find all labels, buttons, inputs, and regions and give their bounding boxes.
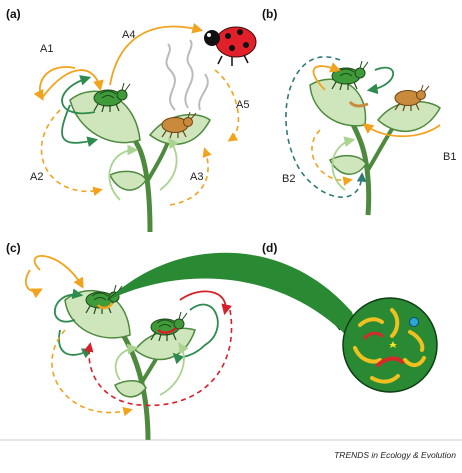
plant-c	[65, 291, 195, 440]
volatile-plumes	[166, 40, 207, 110]
arrow-red-c	[180, 291, 226, 312]
leaf-low-a	[110, 171, 146, 190]
label-a3: A3	[190, 171, 203, 183]
panel-d-label: (d)	[262, 241, 277, 255]
leaf-low-c	[115, 381, 146, 397]
leaf-left-b	[310, 79, 365, 126]
arrow-green-b	[370, 68, 393, 90]
figure-credit: TRENDS in Ecology & Evolution	[334, 450, 456, 460]
label-a4: A4	[122, 29, 135, 41]
panel-b: (b) B1 B2	[262, 7, 456, 215]
microbiome-circle	[343, 298, 437, 392]
label-b1: B1	[443, 151, 456, 163]
arrow-orange-dashed-c	[52, 330, 130, 413]
ladybird	[204, 27, 256, 66]
arrow-a5	[215, 70, 238, 140]
panel-a: (a)	[6, 7, 256, 232]
panel-c: (c)	[6, 241, 368, 440]
label-b2: B2	[282, 173, 295, 185]
label-a2: A2	[30, 171, 43, 183]
panel-a-label: (a)	[6, 7, 21, 21]
leaf-low-b	[330, 156, 366, 175]
panel-c-label: (c)	[6, 241, 21, 255]
label-a1: A1	[40, 43, 53, 55]
label-a5: A5	[236, 99, 249, 111]
panel-b-label: (b)	[262, 7, 277, 21]
arrow-orange-c	[35, 256, 82, 286]
